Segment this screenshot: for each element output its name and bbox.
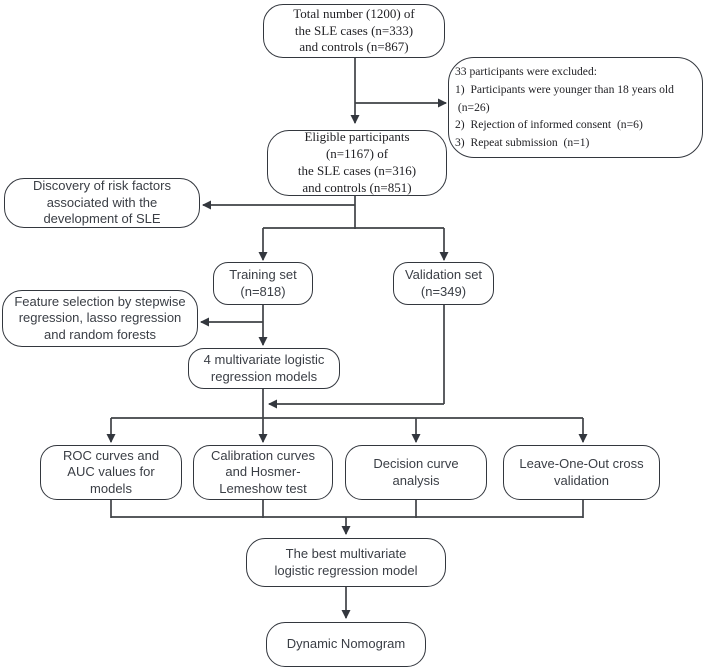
node-discovery-risk-factors: Discovery of risk factors associated wit…: [4, 178, 200, 228]
node-excluded-participants: 33 participants were excluded: 1) Partic…: [448, 57, 703, 158]
node-training-set: Training set (n=818): [213, 262, 313, 305]
node-leave-one-out: Leave-One-Out cross validation: [503, 445, 660, 500]
node-feature-selection: Feature selection by stepwise regression…: [2, 290, 198, 347]
node-best-model: The best multivariate logistic regressio…: [246, 538, 446, 587]
node-4-logistic-models: 4 multivariate logistic regression model…: [188, 348, 340, 389]
node-dynamic-nomogram: Dynamic Nomogram: [266, 622, 426, 667]
node-total-number: Total number (1200) of the SLE cases (n=…: [263, 4, 445, 58]
node-validation-set: Validation set (n=349): [393, 262, 494, 305]
node-decision-curve: Decision curve analysis: [345, 445, 487, 500]
node-roc-auc: ROC curves and AUC values for models: [40, 445, 182, 500]
node-eligible-participants: Eligible participants (n=1167) of the SL…: [267, 129, 447, 196]
node-calibration-hosmer: Calibration curves and Hosmer- Lemeshow …: [193, 445, 333, 500]
